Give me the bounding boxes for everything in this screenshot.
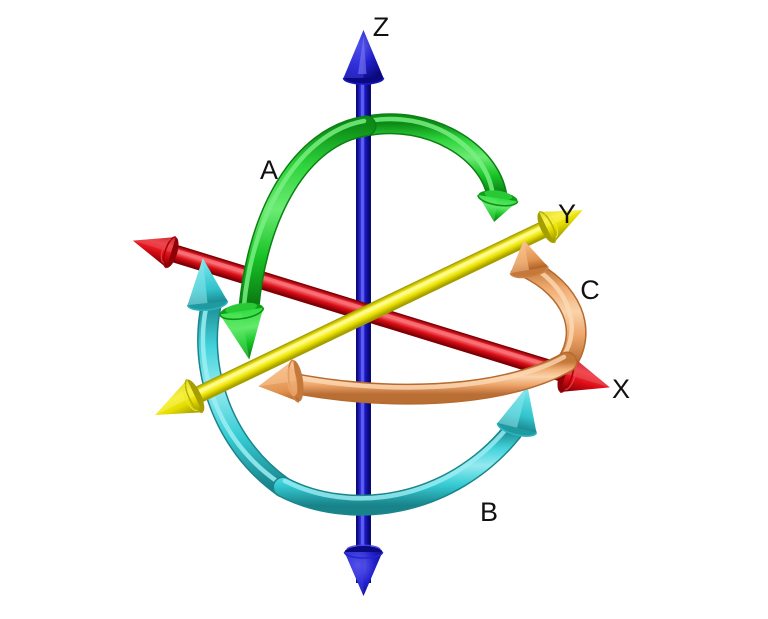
axis-x-arrowhead-left [132,236,179,269]
rotation-arc-c-front[interactable] [255,237,578,407]
axis-label-x: X [612,374,630,404]
rotation-arc-a-back [355,113,508,207]
axis-label-y: Y [558,199,576,229]
rotation-label-c: C [580,275,600,305]
rotation-arc-c-arrowhead [258,359,304,403]
axis-y[interactable] [147,195,590,431]
axis-y-arrowhead-left [155,379,205,415]
rotation-arc-c-arrowhead-top [509,240,549,279]
axis-label-z: Z [373,12,390,42]
rotation-arc-a-arrowhead [219,302,265,360]
axis-y-arrowhead-right [537,210,583,244]
axis-z-arrowhead-top [342,30,385,85]
rotation-arc-b-arrowhead-left [186,258,229,312]
rotation-arc-a-front[interactable] [219,115,377,363]
rotation-arc-b-front[interactable] [183,256,547,516]
axis-z-arrowhead-bottom [343,544,384,596]
rotation-arc-c-back [516,257,587,373]
rotation-label-b: B [480,497,498,527]
rotation-arc-b-back [197,295,294,498]
rotation-arc-a-end [477,190,519,222]
rotation-label-a: A [260,155,278,185]
rotation-arc-b-arrowhead-right [496,386,538,437]
